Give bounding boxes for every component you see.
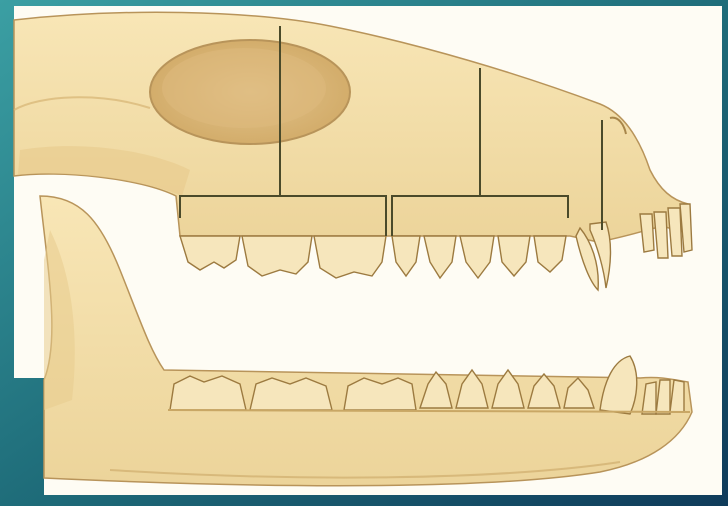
eye-socket-inner bbox=[162, 48, 326, 128]
